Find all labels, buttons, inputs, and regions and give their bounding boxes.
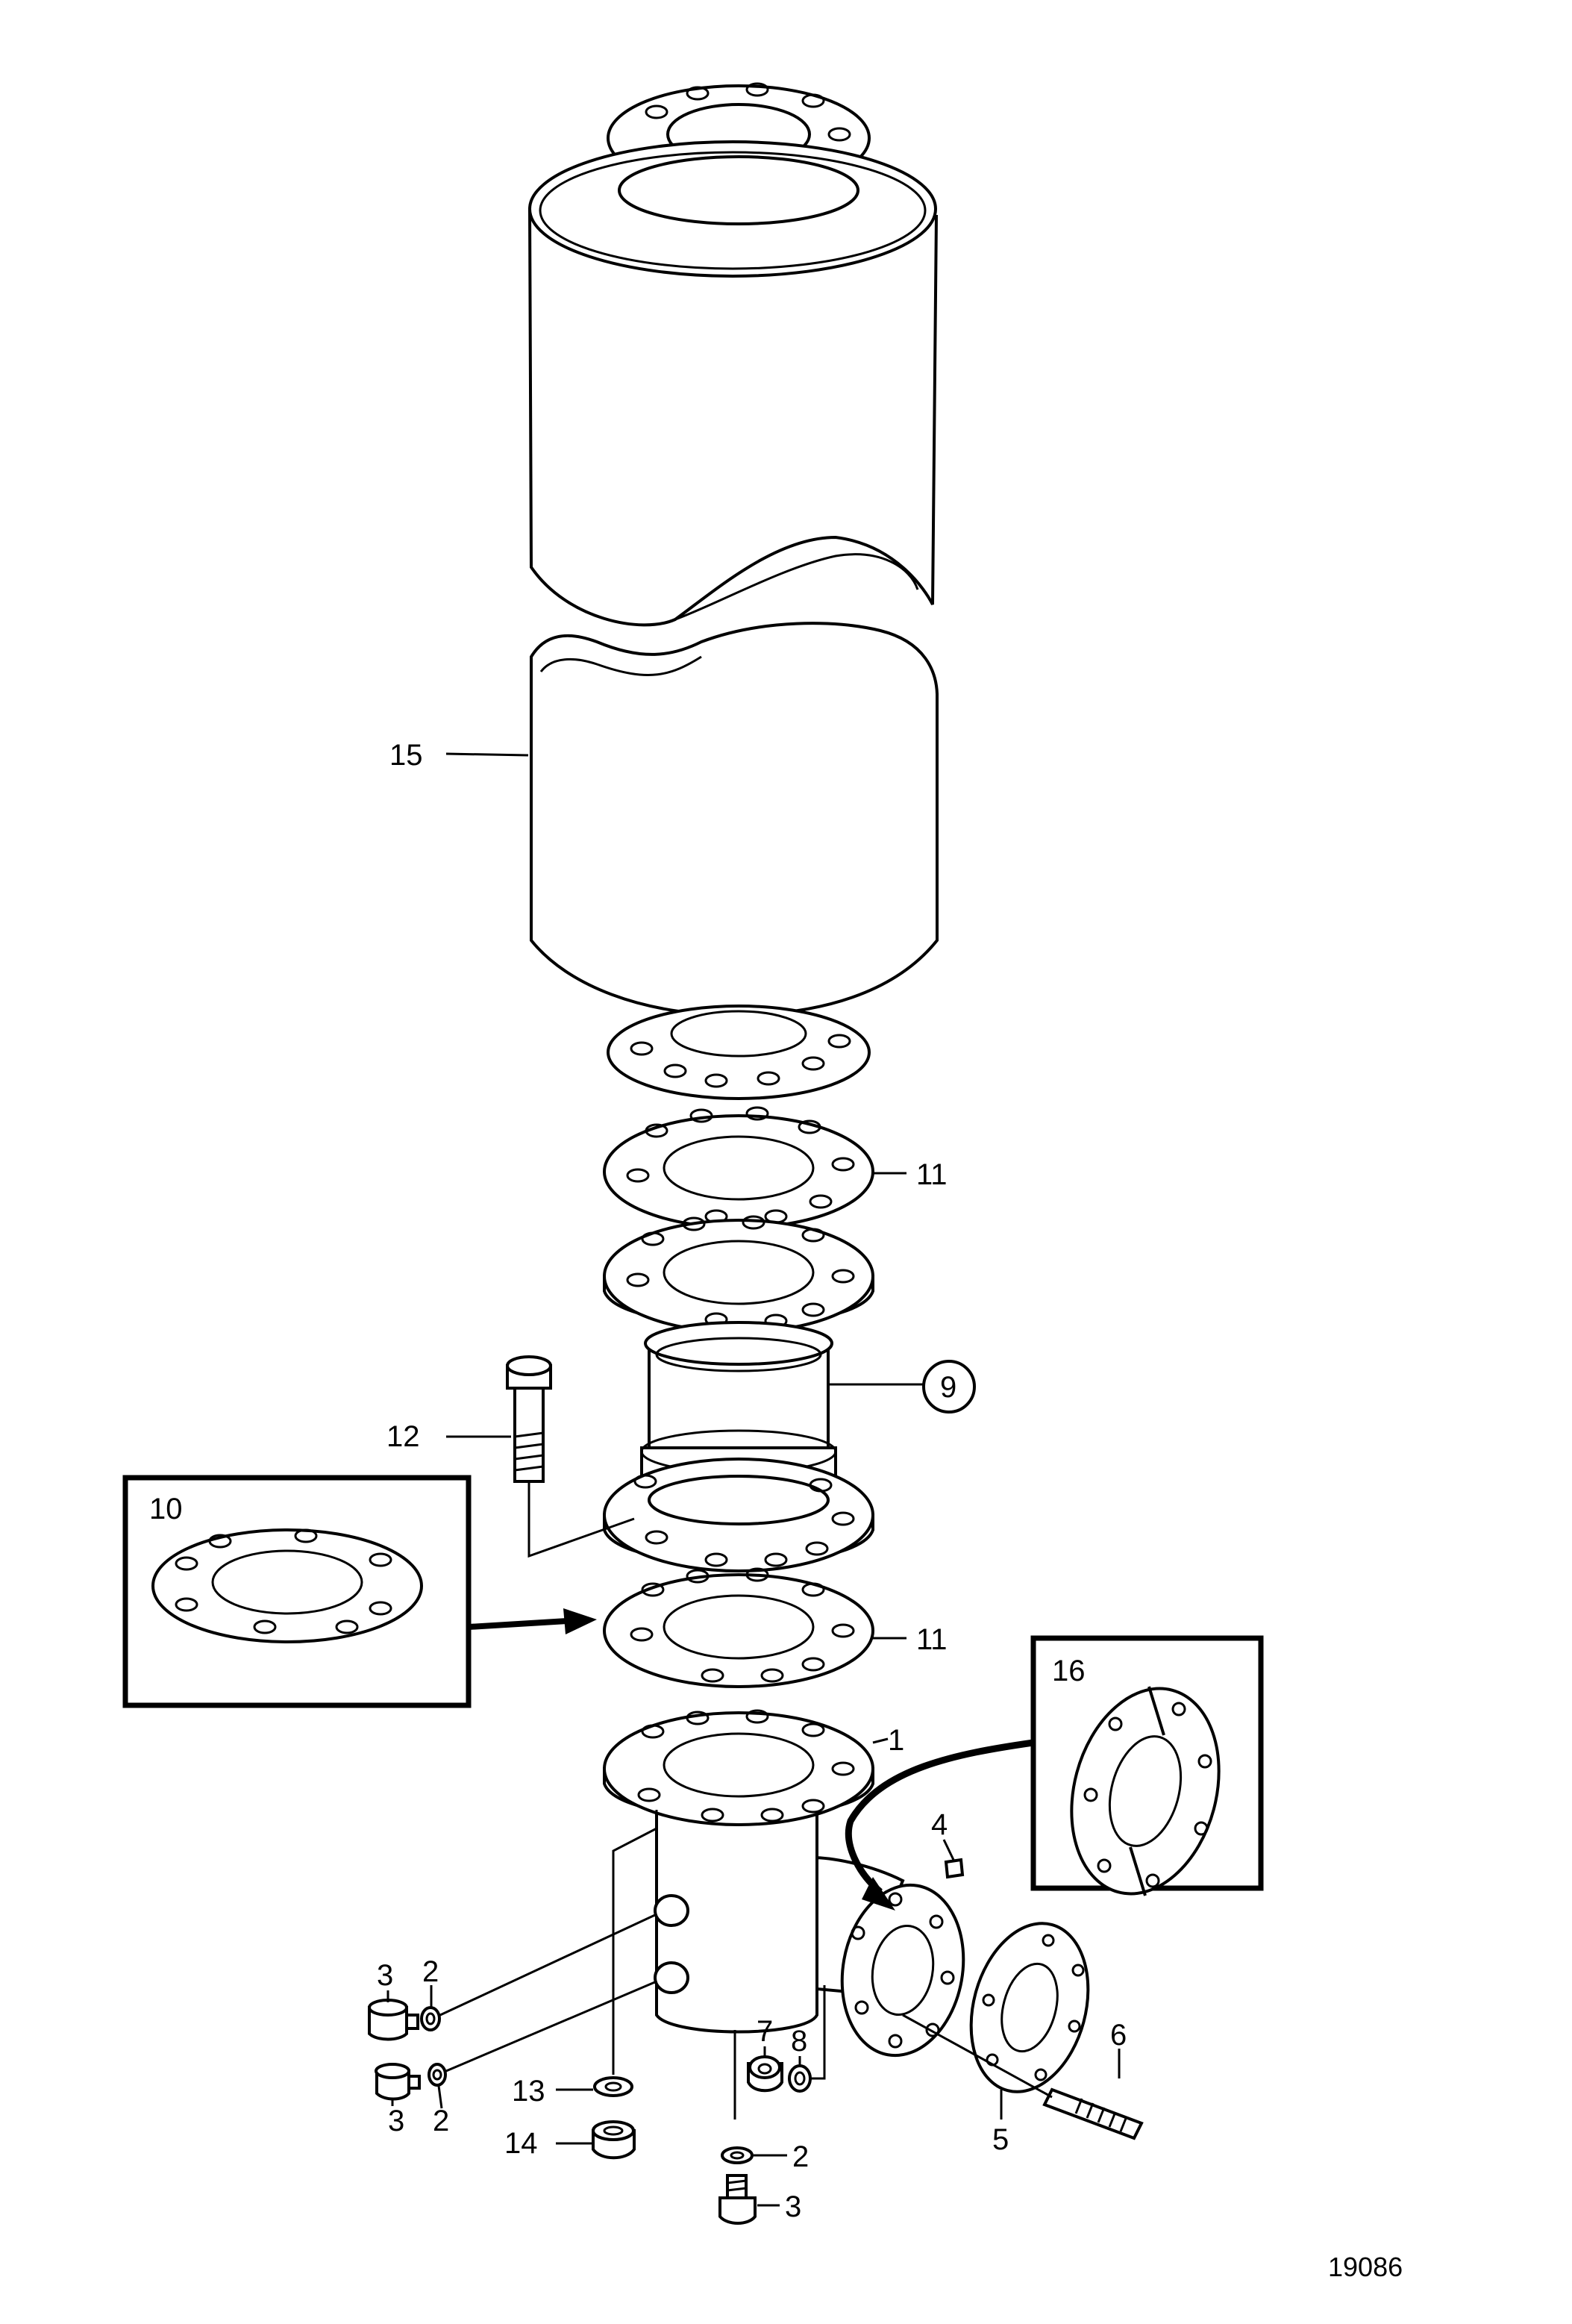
callout-7: 7 — [757, 2015, 773, 2048]
callout-4: 4 — [931, 1808, 948, 1841]
callout-10: 10 — [149, 1493, 183, 1525]
washer-13 — [593, 1827, 657, 2097]
callout-6: 6 — [1110, 2019, 1127, 2052]
silencer-bottom-flange — [607, 1005, 871, 1100]
nut-14 — [592, 2120, 636, 2160]
inset-box-10 — [122, 1475, 597, 1708]
inset-box-16 — [845, 1635, 1264, 1911]
callout-3-upper: 3 — [377, 1959, 393, 1992]
pipe-flange-upper — [603, 1215, 874, 1334]
washer-8 — [733, 1985, 826, 2120]
callout-3-lower: 3 — [388, 2105, 404, 2137]
callout-8: 8 — [791, 2025, 807, 2058]
stud-6 — [902, 2014, 1144, 2140]
callout-11-upper: 11 — [916, 1158, 948, 1191]
callout-16: 16 — [1052, 1655, 1086, 1687]
washer-2-lower — [428, 1980, 657, 2087]
callout-leaders — [386, 752, 1121, 2207]
pipe-flange-lower — [603, 1458, 874, 1572]
gasket-5 — [969, 1922, 1090, 2093]
plug-3-lower — [375, 2063, 421, 2101]
callout-1: 1 — [888, 1724, 904, 1757]
callout-2-upper: 2 — [422, 1955, 439, 1988]
plug-3-upper — [368, 1999, 419, 2041]
callout-3-bottom: 3 — [785, 2190, 801, 2223]
washer-2-bottom — [721, 2146, 754, 2164]
callout-13: 13 — [512, 2075, 545, 2108]
callout-15: 15 — [389, 739, 423, 772]
callout-labels: 15 11 9 12 10 11 1 16 4 3 2 3 2 13 14 7 … — [149, 739, 1403, 2282]
callout-14: 14 — [504, 2127, 538, 2160]
callout-12: 12 — [386, 1420, 420, 1453]
washer-2-upper — [420, 1913, 657, 2031]
figure-number: 19086 — [1328, 2252, 1403, 2282]
plug-3-bottom — [718, 2174, 757, 2225]
callout-5: 5 — [992, 2123, 1009, 2156]
gasket-upper — [603, 1106, 874, 1229]
bolt-12 — [506, 1355, 635, 1558]
nut-7 — [747, 2055, 783, 2093]
callout-11-lower: 11 — [916, 1623, 948, 1656]
callout-2-lower: 2 — [433, 2105, 449, 2137]
silencer-body — [527, 140, 939, 1017]
gasket-lower — [603, 1567, 874, 1688]
callout-9: 9 — [940, 1371, 956, 1404]
callout-2-bottom: 2 — [792, 2140, 809, 2173]
exhaust-elbow-1 — [603, 1709, 965, 2058]
plug-4 — [944, 1858, 965, 1879]
